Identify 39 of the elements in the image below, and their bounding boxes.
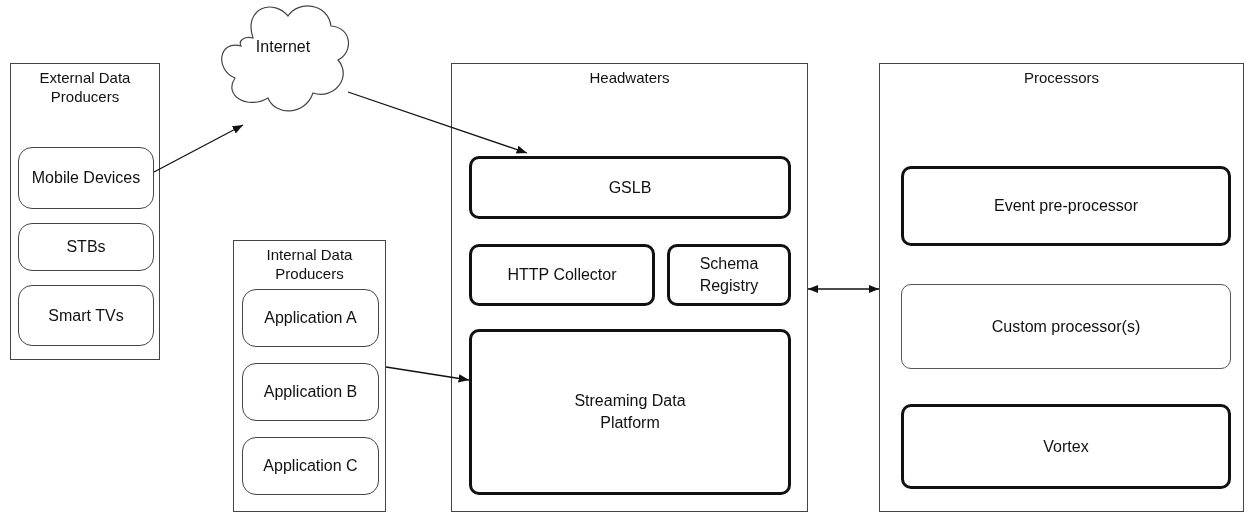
arrow [807, 284, 880, 294]
group-container [10, 63, 160, 360]
group-container [879, 63, 1244, 512]
process-box [469, 156, 791, 219]
node-label: Mobile Devices [31, 168, 141, 188]
node-label: Smart TVs [48, 305, 124, 326]
process-box [901, 166, 1231, 246]
container-title: Internal Data Producers [265, 245, 354, 283]
arrow [385, 366, 470, 383]
arrow [153, 124, 244, 173]
container-title: Processors [1023, 68, 1100, 87]
group-container [233, 240, 386, 512]
node-label: GSLB [608, 177, 652, 198]
node-label: Custom processor(s) [991, 316, 1141, 337]
node-label: Schema Registry [698, 254, 760, 296]
node-label: Application B [263, 382, 358, 402]
node-label: STBs [66, 237, 106, 257]
node-label: Internet [255, 38, 311, 56]
process-box [469, 244, 655, 306]
node-label: Streaming Data Platform [573, 391, 687, 433]
process-box [242, 289, 379, 347]
group-container [451, 63, 808, 512]
process-box [901, 284, 1231, 369]
process-box [469, 329, 791, 495]
process-box [242, 363, 379, 421]
process-box [18, 285, 154, 346]
process-box [18, 147, 154, 209]
process-box [667, 244, 791, 306]
container-title: Headwaters [588, 68, 671, 87]
node-label: Application C [263, 456, 358, 476]
node-label: HTTP Collector [507, 265, 617, 285]
node-label: Application A [264, 308, 357, 328]
arrow [347, 91, 528, 154]
node-label: Event pre-processor [993, 196, 1139, 216]
process-box [18, 223, 154, 271]
process-box [901, 404, 1231, 489]
container-title: External Data Producers [38, 68, 132, 106]
node-label: Vortex [1043, 436, 1089, 457]
process-box [242, 437, 379, 495]
